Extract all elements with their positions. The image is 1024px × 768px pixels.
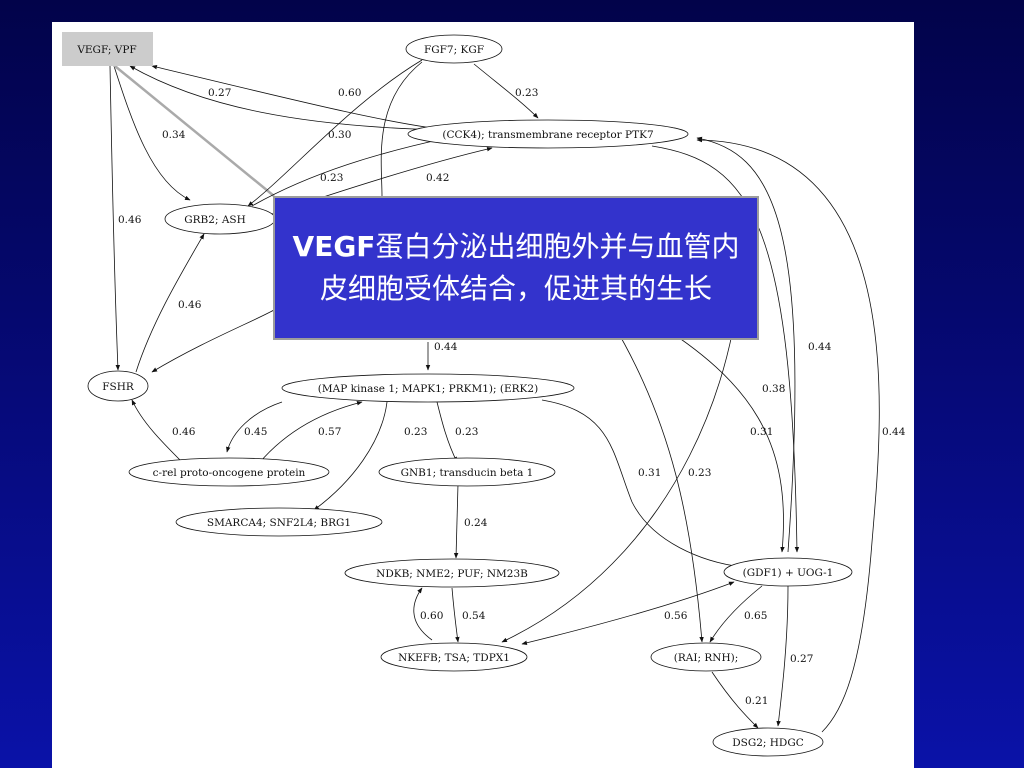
node-fshr-label: FSHR (102, 381, 135, 393)
edge-label: 0.45 (244, 426, 267, 438)
edge-gnb1-ndkb (453, 483, 459, 559)
edge-label: 0.44 (434, 341, 458, 353)
edge-label: 0.31 (750, 426, 773, 438)
edge-label: 0.46 (172, 426, 196, 438)
edge-label: 0.44 (882, 426, 906, 438)
edge-fgf7-grb2 (247, 59, 423, 207)
edge-ndkb-nkefb (451, 587, 460, 643)
node-nkefb[interactable] (380, 642, 528, 672)
edge-fgf7-down (380, 61, 423, 197)
node-mapk-label: (MAP kinase 1; MAPK1; PRKM1); (ERK2) (318, 383, 538, 395)
node-fgf7-label: FGF7; KGF (424, 44, 484, 56)
edge-label: 0.23 (688, 467, 711, 479)
node-rai-label: (RAI; RNH); (674, 652, 739, 664)
network-diagram: VEGF; VPF FGF7; KGF (CCK4); transmembran… (62, 32, 906, 757)
edge-crel-fshr (131, 399, 183, 463)
edge-nkefb-ndkb (413, 587, 433, 641)
annotation-callout-text: VEGF蛋白分泌出细胞外并与血管内皮细胞受体结合，促进其的生长 (275, 226, 757, 310)
edge-label: 0.34 (162, 129, 186, 141)
edge-mapk-smarca4 (313, 401, 388, 511)
edge-mapk-gnb1 (436, 401, 458, 463)
edge-label: 0.57 (318, 426, 341, 438)
node-gdf1[interactable] (723, 557, 853, 587)
edge-fshr-grb2 (135, 233, 205, 373)
node-ptk7-label: (CCK4); transmembrane receptor PTK7 (442, 129, 653, 141)
edge-label: 0.56 (664, 610, 688, 622)
edge-vegf-callout-highlight (109, 61, 275, 197)
node-gnb1-label: GNB1; transducin beta 1 (401, 467, 534, 479)
edge-fshr-callout (151, 309, 275, 373)
node-gdf1-label: (GDF1) + UOG-1 (743, 567, 834, 579)
edge-label: 0.31 (638, 467, 661, 479)
callout-bold-term: VEGF (292, 230, 376, 263)
edge-ptk7-dsg2 (696, 137, 880, 733)
edge-vegf-fshr (109, 65, 121, 371)
node-dsg2[interactable] (712, 727, 824, 757)
edge-label: 0.60 (338, 87, 361, 99)
edge-label: 0.65 (744, 610, 767, 622)
node-nkefb-label: NKEFB; TSA; TDPX1 (398, 652, 510, 664)
node-crel[interactable] (128, 457, 330, 487)
node-vegf[interactable] (62, 32, 153, 66)
node-crel-label: c-rel proto-oncogene protein (153, 467, 306, 479)
node-fgf7[interactable] (405, 34, 503, 64)
edge-label: 0.46 (118, 214, 142, 226)
edge-ptk7-gdf1-a (651, 145, 800, 553)
node-smarca4-label: SMARCA4; SNF2L4; BRG1 (207, 517, 351, 529)
edge-nkefb-gdf1 (521, 581, 735, 645)
node-grb2-label: GRB2; ASH (184, 214, 246, 226)
edge-label: 0.23 (404, 426, 427, 438)
edge-label: 0.46 (178, 299, 202, 311)
edge-label: 0.21 (745, 695, 768, 707)
edge-mapk-crel (226, 401, 283, 453)
edge-ptk7-gdf1-b (696, 136, 796, 553)
edge-label: 0.30 (328, 129, 351, 141)
edge-label: 0.23 (515, 87, 538, 99)
edge-label: 0.24 (464, 517, 488, 529)
nodes: VEGF; VPF FGF7; KGF (CCK4); transmembran… (62, 32, 853, 757)
edge-mapk-gdf1 (541, 399, 743, 569)
node-fshr[interactable] (87, 370, 149, 402)
edge-label: 0.60 (420, 610, 443, 622)
node-dsg2-label: DSG2; HDGC (732, 737, 804, 749)
edge-callout-gdf1 (651, 319, 785, 553)
edge-vegf-ptk7-b (129, 65, 448, 131)
annotation-callout-box: VEGF蛋白分泌出细胞外并与血管内皮细胞受体结合，促进其的生长 (273, 196, 759, 340)
node-rai[interactable] (650, 642, 762, 672)
edge-label: 0.42 (426, 172, 449, 184)
callout-body: 蛋白分泌出细胞外并与血管内皮细胞受体结合，促进其的生长 (319, 230, 740, 305)
edge-label: 0.23 (320, 172, 343, 184)
edge-grb2-ptk7-a (251, 136, 448, 207)
edge-vegf-grb2 (113, 65, 191, 201)
node-ptk7[interactable] (407, 119, 689, 149)
node-vegf-label: VEGF; VPF (76, 44, 136, 56)
edge-vegf-ptk7-a (151, 64, 448, 131)
edge-labels: 0.27 0.60 0.23 0.34 0.30 0.23 0.42 0.46 … (118, 87, 906, 707)
edge-label: 0.44 (808, 341, 832, 353)
edge-gdf1-rai (709, 585, 763, 643)
node-ndkb[interactable] (344, 558, 560, 588)
network-diagram-panel: VEGF; VPF FGF7; KGF (CCK4); transmembran… (52, 22, 914, 768)
node-ndkb-label: NDKB; NME2; PUF; NM23B (376, 568, 528, 580)
edge-label: 0.54 (462, 610, 486, 622)
edge-callout-rai (611, 321, 704, 643)
node-smarca4[interactable] (175, 507, 383, 537)
edge-label: 0.38 (762, 383, 785, 395)
node-mapk[interactable] (281, 373, 575, 403)
edge-rai-dsg2 (711, 671, 759, 729)
edge-label: 0.27 (208, 87, 231, 99)
edge-label: 0.27 (790, 653, 813, 665)
edge-gdf1-dsg2 (776, 585, 789, 727)
edge-fgf7-ptk7 (473, 63, 539, 119)
node-gnb1[interactable] (378, 457, 556, 487)
edge-label: 0.23 (455, 426, 478, 438)
